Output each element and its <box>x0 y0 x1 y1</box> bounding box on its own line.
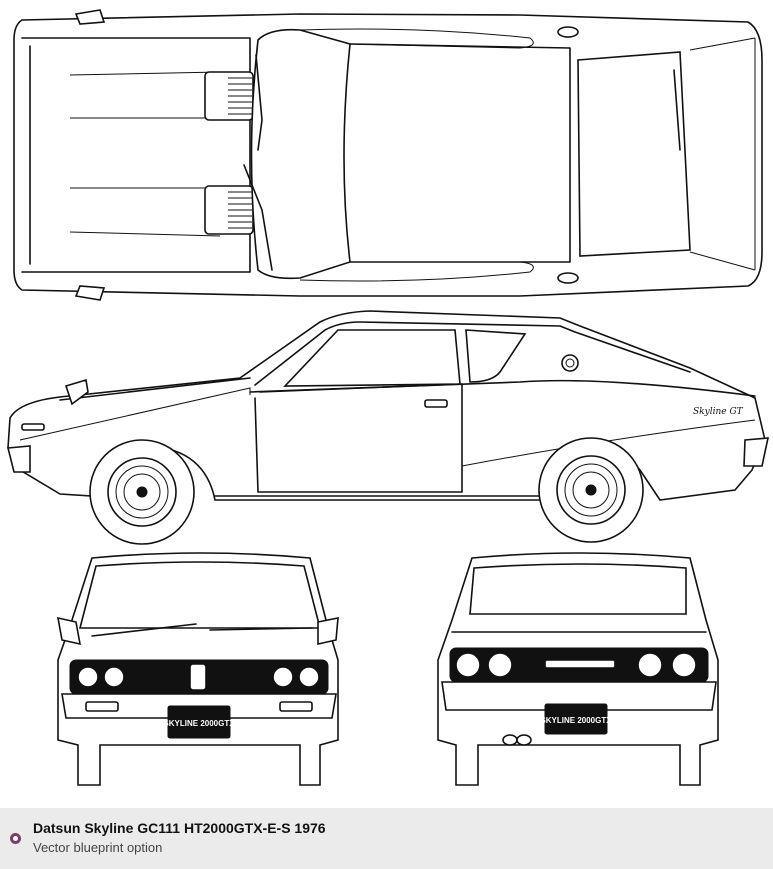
rear-view: SKYLINE 2000GTX <box>438 553 718 785</box>
side-view: Skyline GT <box>8 311 768 544</box>
front-license-plate: SKYLINE 2000GTX <box>163 719 235 728</box>
side-badge-label: Skyline GT <box>693 407 744 417</box>
circle-bullet-icon <box>10 833 21 844</box>
rear-license-plate: SKYLINE 2000GTX <box>540 716 612 725</box>
caption-title: Datsun Skyline GC111 HT2000GTX-E-S 1976 <box>33 820 326 836</box>
car-blueprint-drawing: Skyline GT <box>0 0 773 808</box>
caption-subtitle: Vector blueprint option <box>33 840 163 855</box>
front-wheel <box>90 440 194 544</box>
top-view-body <box>14 14 762 296</box>
top-view <box>14 10 762 300</box>
front-view: SKYLINE 2000GTX <box>58 553 338 785</box>
caption-bar <box>0 808 773 869</box>
rear-wheel <box>539 438 643 542</box>
